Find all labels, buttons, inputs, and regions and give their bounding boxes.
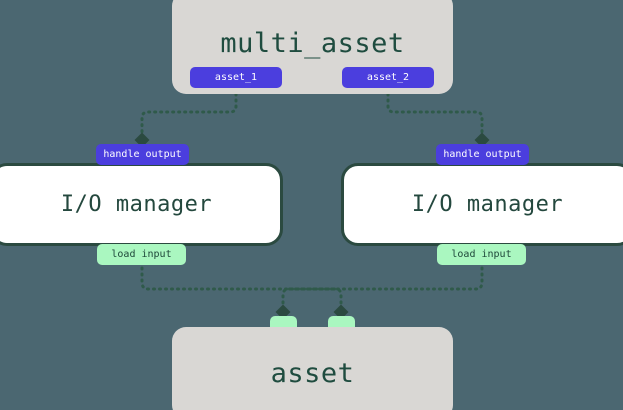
edge-load-input-right-to-asset-port-left bbox=[275, 266, 484, 320]
node-asset[interactable]: asset bbox=[172, 327, 453, 410]
port-load-input-left-label: load input bbox=[111, 248, 172, 260]
port-handle-output-right[interactable]: handle output bbox=[436, 144, 529, 165]
port-load-input-right[interactable]: load input bbox=[437, 244, 526, 265]
node-asset-label: asset bbox=[270, 357, 355, 389]
port-asset-2[interactable]: asset_2 bbox=[342, 67, 434, 88]
port-handle-output-left-label: handle output bbox=[103, 148, 182, 160]
node-io-manager-left[interactable]: I/O manager bbox=[0, 163, 283, 246]
port-asset-2-label: asset_2 bbox=[366, 71, 410, 83]
node-io-manager-left-label: I/O manager bbox=[60, 191, 213, 217]
node-io-manager-right[interactable]: I/O manager bbox=[341, 163, 623, 246]
edge-asset1-to-handle-output-left bbox=[134, 86, 238, 148]
port-asset-1-label: asset_1 bbox=[214, 71, 258, 83]
port-asset-1[interactable]: asset_1 bbox=[190, 67, 282, 88]
node-multi-asset[interactable]: multi_asset bbox=[172, 0, 453, 94]
port-load-input-right-label: load input bbox=[451, 248, 512, 260]
node-multi-asset-label: multi_asset bbox=[220, 27, 405, 59]
node-io-manager-right-label: I/O manager bbox=[411, 191, 564, 217]
port-handle-output-left[interactable]: handle output bbox=[96, 144, 189, 165]
edge-asset2-to-handle-output-right bbox=[386, 86, 490, 148]
port-load-input-left[interactable]: load input bbox=[97, 244, 186, 265]
port-handle-output-right-label: handle output bbox=[443, 148, 522, 160]
edge-load-input-left-to-asset-port-right bbox=[140, 266, 349, 320]
